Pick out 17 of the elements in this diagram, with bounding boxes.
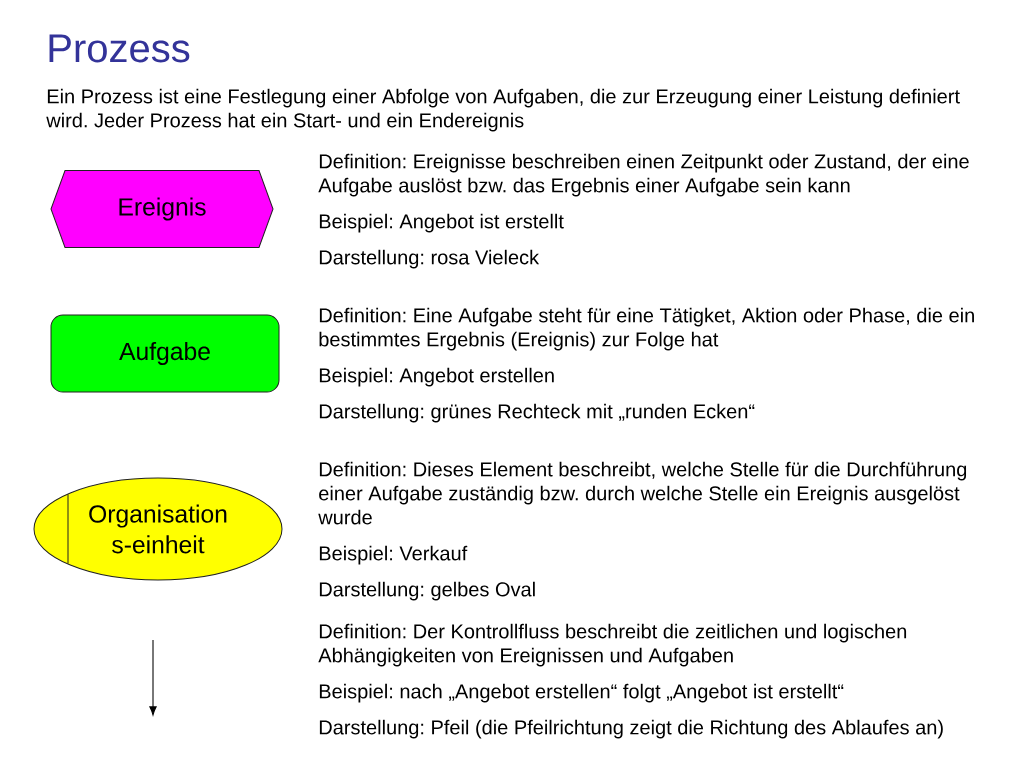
description-text: Darstellung: grünes Rechteck mit „runden Ecken“ [319,403,755,423]
description-text: Darstellung: gelbes Oval [319,581,535,601]
oval: Organisation s-einheit [33,477,283,581]
description-text: Definition: Ereignisse beschreiben einen Zeitpunkt oder Zustand, der eine Aufgabe auslöst bzw. das Ergebnis einer Aufgabe sein kann [318,153,969,197]
description-text: Beispiel: Angebot ist erstellt [319,213,564,233]
title: Prozess [49,34,190,63]
rounded-box: Aufgabe [50,314,280,393]
intro-paragraph: Ein Prozess ist eine Festlegung einer Abfolge von Aufgaben, die zur Erzeugung einer Leistung definiert wird. Jeder Prozess hat ein Start- und ein Endereignis [46,88,960,132]
description-text: Beispiel: Angebot erstellen [319,367,554,387]
description-text: Definition: Eine Aufgabe steht für eine Tätigket, Aktion oder Phase, die ein bestimmtes Ergebnis (Ereignis) zur Folge hat [319,307,974,351]
description-text: Beispiel: nach „Angebot erstellen“ folgt „Angebot ist erstellt“ [319,683,844,703]
description-text: Definition: Dieses Element beschreibt, welche Stelle für die Durchführung einer Aufgabe zuständig bzw. durch welche Stelle ein Ereignis ausgelöst wurde [318,461,967,525]
description-text: Darstellung: Pfeil (die Pfeilrichtung zeigt die Richtung des Ablaufes an) [319,719,943,739]
description-text: Beispiel: Verkauf [319,545,468,565]
description-text: Darstellung: rosa Vieleck [319,249,540,269]
description-text: Definition: Der Kontrollfluss beschreibt die zeitlichen und logischen Abhängigkeiten von Ereignissen und Aufgaben [318,623,907,667]
hexagon: Ereignis [50,170,274,248]
